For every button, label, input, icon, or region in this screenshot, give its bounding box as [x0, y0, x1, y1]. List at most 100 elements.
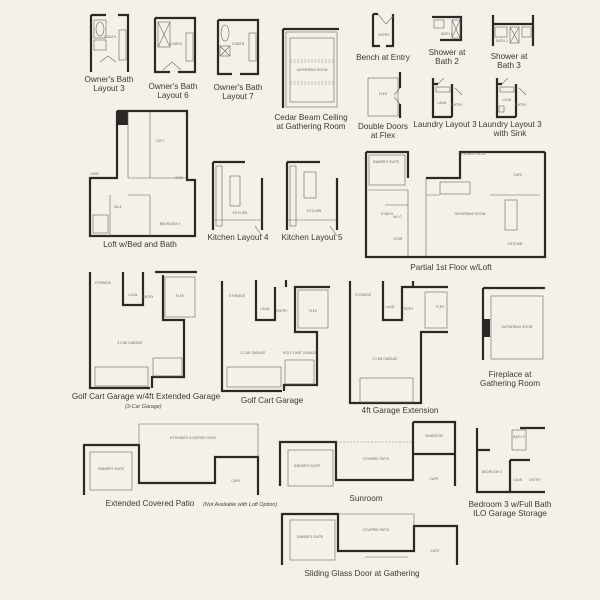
caption-line: 4ft Garage Extension [362, 406, 439, 415]
caption-line: Gathering Room [480, 379, 540, 388]
room-label: HVAC [174, 176, 184, 180]
option-golf-cart: STORAGE LAUN ENTRY FLEX 2 CAR GARAGE GOL… [220, 280, 330, 405]
room-label: CAFE [514, 173, 523, 177]
room-label: LAUN [514, 478, 524, 482]
room-label: BATH 2 [441, 32, 453, 36]
room-label: FLEX [176, 294, 185, 298]
room-label: 3 CAR GARAGE [117, 341, 142, 345]
caption-line: at Gathering Room [276, 122, 345, 131]
option-shower-bath-2: BATH 2 Shower at Bath 2 [429, 15, 467, 66]
room-label: KITCHEN [233, 211, 248, 215]
room-label: OWNER'S SUITE [294, 464, 321, 468]
room-label: FLEX [436, 305, 445, 309]
caption-line: Bench at Entry [356, 53, 411, 62]
room-label: LAUN [261, 307, 271, 311]
room-label: ENTRY [276, 309, 288, 313]
option-loft-bed-bath: LOFT BEDROOM 4 BA 4 HVAC HVAC Loft w/Bed… [88, 109, 197, 249]
room-label: BATH 3 [513, 435, 525, 439]
room-label: SUNROOM [425, 434, 443, 438]
caption-note: (Not Available with Loft Option) [203, 502, 277, 508]
room-label: GATHERING ROOM [455, 212, 486, 216]
caption-line: Layout 7 [222, 92, 254, 101]
option-extended-patio: OWNER'S SUITE EXTENDED COVERED PATIO CAF… [82, 423, 277, 508]
option-laundry-3: LAUN ENTRY Laundry Layout 3 [413, 77, 477, 129]
room-label: GATHERING ROOM [297, 68, 328, 72]
caption-line: Loft w/Bed and Bath [103, 240, 177, 249]
room-label: BATH 3 [496, 39, 508, 43]
room-label: LAUN [129, 293, 139, 297]
caption-line: Bedroom 3 w/Full Bath [469, 500, 552, 509]
room-label: 2 CAR GARAGE [372, 357, 397, 361]
caption-line: at Flex [371, 131, 396, 140]
option-bedroom-3-full-bath: BEDROOM 3 LAUN ENTRY BATH 3 Bedroom 3 w/… [469, 426, 552, 518]
room-label: STOR [393, 237, 403, 241]
caption-line: Partial 1st Floor w/Loft [410, 263, 492, 272]
room-label: ENTRY [378, 33, 390, 37]
caption-line: with Sink [493, 129, 528, 138]
caption-line: Laundry Layout 3 [478, 120, 542, 129]
caption-line: Bath 2 [435, 57, 459, 66]
room-label: CAFE [431, 549, 440, 553]
room-label: GATHERING ROOM [502, 325, 533, 329]
room-label: STORAGE [95, 281, 111, 285]
caption-line: Owner's Bath [149, 82, 198, 91]
room-label: FLEX [379, 92, 388, 96]
caption-line: Owner's Bath [214, 83, 263, 92]
option-kitchen-4: KITCHEN Kitchen Layout 4 [208, 160, 269, 242]
room-label: ENTRY [451, 103, 463, 107]
caption-line: Cedar Beam Ceiling [274, 113, 348, 122]
room-label: LAUN [503, 98, 513, 102]
option-owners-bath-6: O.BATH Owner's Bath Layout 6 [149, 16, 198, 100]
caption-line: Double Doors [358, 122, 408, 131]
room-label: BA 4 [114, 205, 121, 209]
room-label: OWNER'S SUITE [98, 467, 125, 471]
room-label: O.BATH [381, 212, 394, 216]
option-sliding-glass: OWNER'S SUITE COVERED PATIO CAFE Sliding… [280, 512, 459, 578]
room-label: LOFT [156, 139, 165, 143]
room-label: O.BATH [232, 42, 245, 46]
option-kitchen-5: KITCHEN Kitchen Layout 5 [282, 160, 343, 242]
option-fireplace: GATHERING ROOM Fireplace at Gathering Ro… [480, 286, 545, 388]
option-double-doors-flex: FLEX Double Doors at Flex [358, 72, 408, 140]
room-label: FLEX [309, 309, 318, 313]
room-label: STORAGE [355, 293, 371, 297]
room-label: BEDROOM 3 [482, 470, 502, 474]
caption-line: Kitchen Layout 5 [282, 233, 343, 242]
caption-note: (3-Car Garage) [125, 404, 162, 410]
option-sunroom: OWNER'S SUITE COVERED PATIO SUNROOM CAFE… [278, 420, 457, 503]
room-label: O.BATH [104, 35, 117, 39]
room-label: ENTRY [142, 295, 154, 299]
room-label: COVERED PATIO [362, 457, 389, 461]
room-label: LAUN [438, 101, 448, 105]
caption-line: Layout 6 [157, 91, 189, 100]
room-label: LAUN [386, 305, 396, 309]
option-bench-entry: ENTRY Bench at Entry [356, 12, 411, 62]
caption-line: Sliding Glass Door at Gathering [304, 569, 420, 578]
room-label: ENTRY [529, 478, 541, 482]
room-label: HVAC [90, 172, 100, 176]
caption-line: Fireplace at [489, 370, 533, 379]
room-label: GOLF CART GARAGE [283, 351, 317, 355]
room-label: OWNER'S SUITE [297, 535, 324, 539]
room-label: COVERED PATIO [458, 152, 485, 156]
caption-line: Layout 3 [93, 84, 125, 93]
caption-line: ILO Garage Storage [473, 509, 547, 518]
room-label: ENTRY [515, 103, 527, 107]
option-owners-bath-3: O.BATH Owner's Bath Layout 3 [85, 13, 134, 93]
option-laundry-3-sink: LAUN ENTRY Laundry Layout 3 with Sink [478, 77, 542, 138]
room-label: ENTRY [402, 307, 414, 311]
caption-line: Sunroom [349, 494, 382, 503]
room-label: KITCHEN [307, 209, 322, 213]
caption-line: Bath 3 [497, 61, 521, 70]
caption-line: Extended Covered Patio [106, 499, 195, 508]
room-label: BEDROOM 4 [160, 222, 180, 226]
room-label: O.BATH [170, 42, 183, 46]
option-shower-bath-3: BATH 3 Shower at Bath 3 [491, 15, 535, 70]
room-label: STORAGE [229, 294, 245, 298]
room-label: COVERED PATIO [362, 528, 389, 532]
option-partial-1st-loft: OWNER'S SUITE COVERED PATIO CAFE GATHERI… [364, 150, 547, 272]
room-label: KITCHEN [508, 242, 523, 246]
caption-line: Shower at [429, 48, 467, 57]
option-garage-4ft: STORAGE LAUN ENTRY FLEX 2 CAR GARAGE 4ft… [348, 281, 448, 415]
